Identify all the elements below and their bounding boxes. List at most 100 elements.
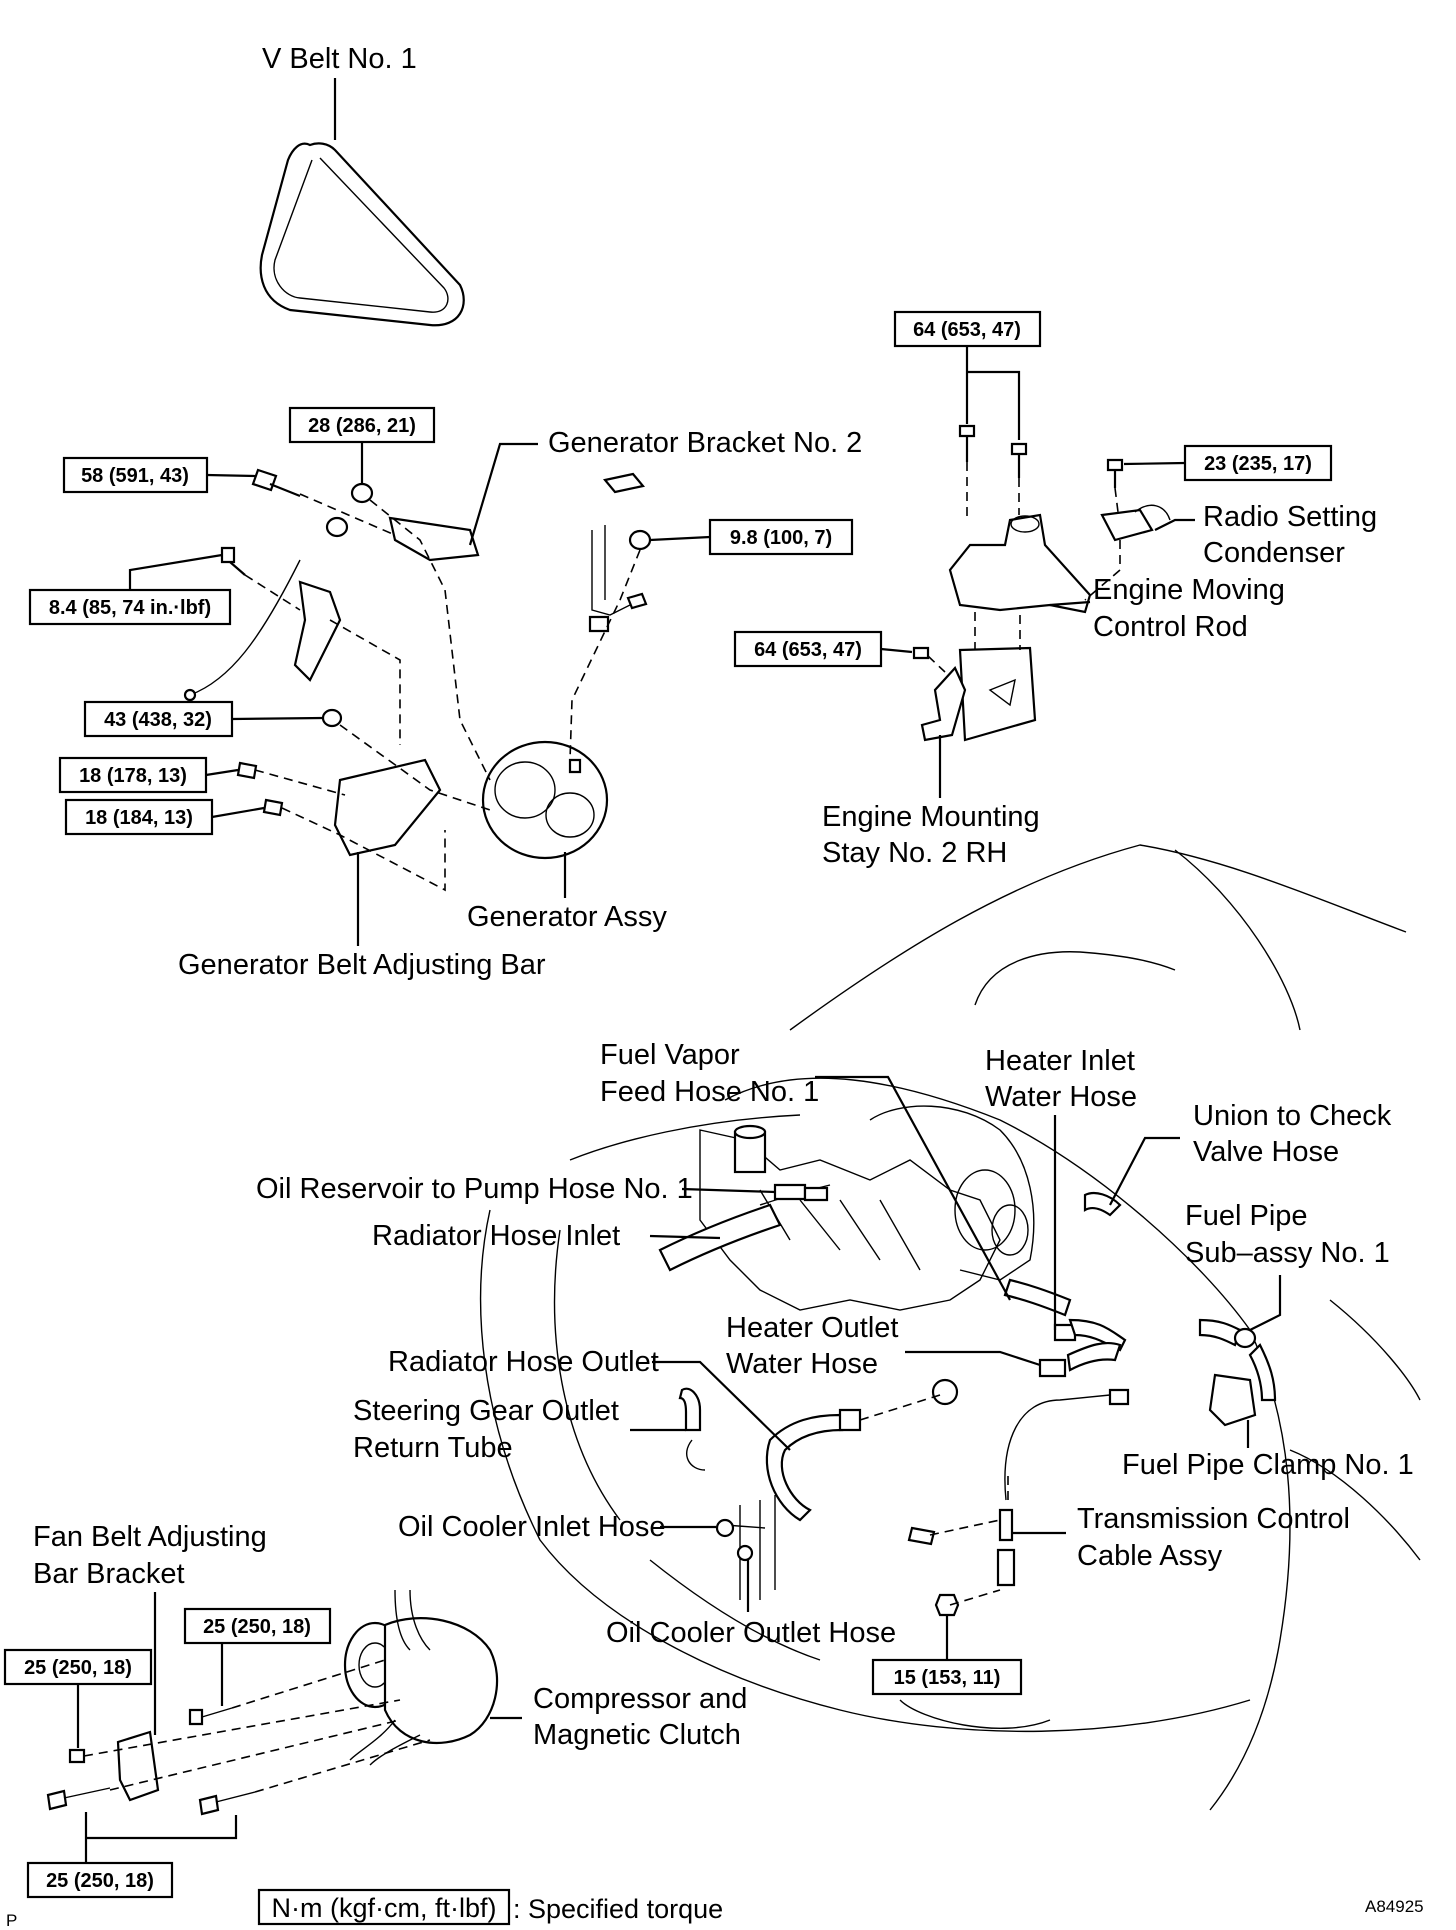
- heater-inlet-label-2: Water Hose: [985, 1081, 1137, 1113]
- figure-code: A84925: [1365, 1897, 1424, 1916]
- trans-cable-label-1: Transmission Control: [1077, 1503, 1350, 1535]
- torque-15-text: 15 (153, 11): [894, 1667, 1001, 1689]
- compressor-drawing: [46, 1589, 499, 1816]
- legend-description-text: : Specified torque: [513, 1894, 723, 1924]
- generator-bracket-leader: [468, 442, 538, 546]
- torque-23-leader: [1123, 461, 1186, 466]
- gen-dash-7: [281, 807, 446, 892]
- torque-box-64a: 64 (653, 47): [893, 310, 1042, 348]
- legend-unit-text: N·m (kgf·cm, ft·lbf): [272, 1893, 497, 1923]
- torque-43-text: 43 (438, 32): [104, 709, 212, 731]
- steering-label-2: Return Tube: [353, 1432, 513, 1464]
- heater-inlet-label-1: Heater Inlet: [985, 1045, 1135, 1077]
- torque-64a-leader: [965, 346, 1021, 440]
- heater-outlet-label-1: Heater Outlet: [726, 1312, 898, 1344]
- radio-condenser-leader: [1154, 518, 1195, 531]
- torque-58-text: 58 (591, 43): [81, 465, 189, 487]
- radiator-inlet-leader: [649, 1234, 721, 1240]
- engine-bay-drawing: [658, 1105, 1277, 1617]
- torque-25c-text: 25 (250, 18): [46, 1870, 154, 1892]
- oil-reservoir-leader: [681, 1187, 776, 1194]
- torque-64b-leader: [880, 647, 913, 654]
- torque-box-15: 15 (153, 11): [871, 1658, 1023, 1696]
- torque-64a-text: 64 (653, 47): [913, 319, 1021, 341]
- mount-dash-7: [927, 655, 946, 673]
- mount-stay-label-1: Engine Mounting: [822, 801, 1040, 833]
- torque-58-leader: [206, 473, 256, 478]
- mount-stay-label-2: Stay No. 2 RH: [822, 837, 1007, 869]
- mount-dash-3: [1114, 487, 1119, 513]
- belt-adjusting-bar-label: Generator Belt Adjusting Bar: [178, 949, 546, 981]
- fuel-vapor-label-2: Feed Hose No. 1: [600, 1076, 819, 1108]
- gen-dash-3: [244, 574, 301, 611]
- torque-28-text: 28 (286, 21): [308, 415, 416, 437]
- torque-box-58: 58 (591, 43): [62, 456, 209, 494]
- heater-outlet-label-2: Water Hose: [726, 1348, 878, 1380]
- torque-25b-text: 25 (250, 18): [24, 1657, 132, 1679]
- compressor-label-1: Compressor and: [533, 1683, 747, 1715]
- torque-18b-leader: [211, 806, 265, 819]
- fuel-pipe-label-2: Sub–assy No. 1: [1185, 1237, 1390, 1269]
- torque-25c-leader: [84, 1812, 238, 1863]
- union-check-label-2: Valve Hose: [1193, 1136, 1339, 1168]
- generator-bracket-label: Generator Bracket No. 2: [548, 427, 862, 459]
- comp-dash-3: [109, 1719, 401, 1791]
- bay-dash-2: [949, 1589, 1001, 1606]
- engine-mount-drawing: [912, 424, 1171, 742]
- fuel-clamp-label: Fuel Pipe Clamp No. 1: [1122, 1449, 1414, 1481]
- fan-bracket-label-1: Fan Belt Adjusting: [33, 1521, 267, 1553]
- corner-mark-left: P: [6, 1911, 17, 1930]
- torque-box-25c: 25 (250, 18): [26, 1861, 174, 1899]
- fan-bracket-label-2: Bar Bracket: [33, 1558, 185, 1590]
- oil-cooler-inlet-label: Oil Cooler Inlet Hose: [398, 1511, 666, 1543]
- comp-dash-2: [83, 1699, 401, 1757]
- fuel-pipe-label-1: Fuel Pipe: [1185, 1200, 1308, 1232]
- engine-rod-label-2: Control Rod: [1093, 611, 1248, 643]
- fuel-pipe-leader: [1249, 1275, 1282, 1331]
- fuel-vapor-leader: [815, 1075, 1011, 1301]
- bay-dash-1: [859, 1394, 941, 1421]
- torque-18b-text: 18 (184, 13): [85, 807, 193, 829]
- comp-dash-4: [254, 1739, 431, 1793]
- torque-8-4-text: 8.4 (85, 74 in.·lbf): [49, 597, 211, 619]
- gen-dash-2: [369, 499, 491, 781]
- generator-parts-drawing: [183, 468, 652, 860]
- generator-assy-label: Generator Assy: [467, 901, 667, 933]
- torque-23-text: 23 (235, 17): [1204, 453, 1312, 475]
- torque-box-25b: 25 (250, 18): [3, 1648, 153, 1686]
- radiator-outlet-label: Radiator Hose Outlet: [388, 1346, 659, 1378]
- torque-box-9-8: 9.8 (100, 7): [708, 518, 854, 556]
- torque-box-23: 23 (235, 17): [1183, 444, 1333, 482]
- torque-43-leader: [231, 716, 324, 721]
- torque-box-43: 43 (438, 32): [83, 700, 234, 738]
- fuel-vapor-label-1: Fuel Vapor: [600, 1039, 740, 1071]
- torque-box-64b: 64 (653, 47): [733, 630, 883, 668]
- gen-dash-8: [569, 549, 641, 761]
- torque-box-25a: 25 (250, 18): [183, 1607, 332, 1645]
- radio-condenser-label-2: Condenser: [1203, 537, 1345, 569]
- torque-64b-text: 64 (653, 47): [754, 639, 862, 661]
- mount-dash-4: [1084, 540, 1121, 601]
- radiator-outlet-leader: [652, 1360, 791, 1451]
- compressor-label-2: Magnetic Clutch: [533, 1719, 741, 1751]
- radio-condenser-label-1: Radio Setting: [1203, 501, 1377, 533]
- torque-box-18b: 18 (184, 13): [64, 798, 214, 836]
- gen-dash-5: [339, 724, 491, 811]
- gen-dash-1: [299, 493, 396, 536]
- torque-box-8-4: 8.4 (85, 74 in.·lbf): [28, 588, 232, 626]
- heater-outlet-leader: [905, 1350, 1041, 1367]
- torque-18a-text: 18 (178, 13): [79, 765, 187, 787]
- engine-rod-label-1: Engine Moving: [1093, 574, 1285, 606]
- union-check-label-1: Union to Check: [1193, 1100, 1392, 1132]
- steering-label-1: Steering Gear Outlet: [353, 1395, 619, 1427]
- torque-9-8-leader: [649, 535, 711, 542]
- oil-reservoir-label: Oil Reservoir to Pump Hose No. 1: [256, 1173, 693, 1205]
- torque-box-28: 28 (286, 21): [288, 406, 436, 444]
- bay-dash-3: [929, 1519, 1001, 1536]
- gen-dash-6: [254, 769, 346, 796]
- torque-legend: N·m (kgf·cm, ft·lbf) : Specified torque: [257, 1888, 723, 1926]
- oil-cooler-outlet-label: Oil Cooler Outlet Hose: [606, 1617, 896, 1649]
- gen-dash-4: [329, 619, 401, 745]
- v-belt-label: V Belt No. 1: [262, 43, 417, 75]
